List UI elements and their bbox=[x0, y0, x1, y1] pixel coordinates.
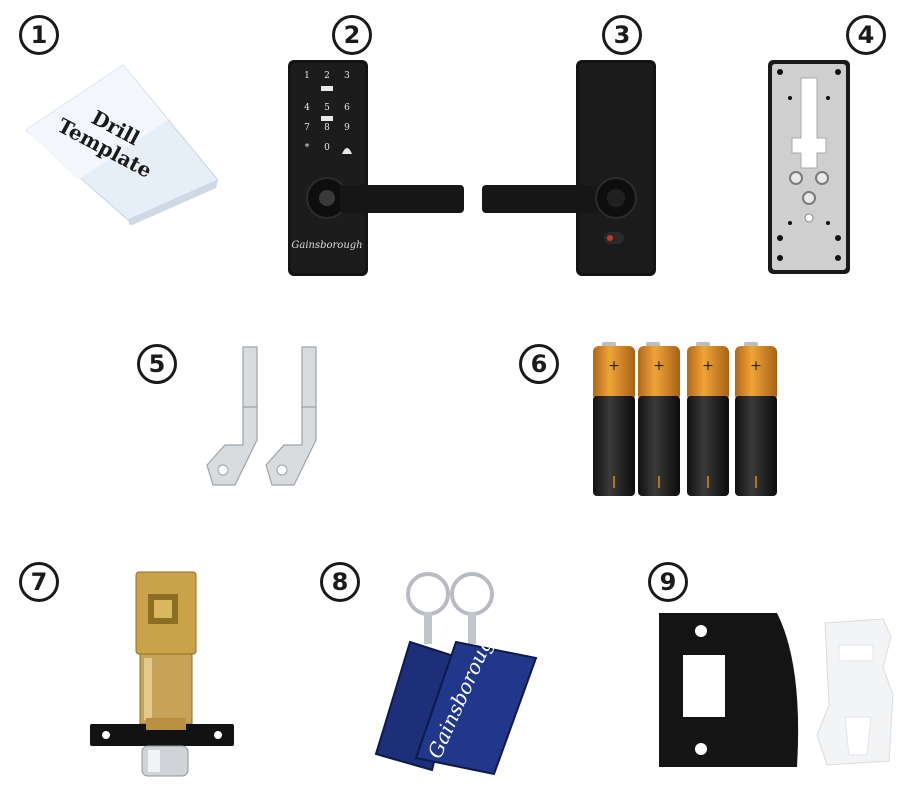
item-number-5: 5 bbox=[137, 344, 177, 384]
key-fobs-image: Gainsborough bbox=[374, 572, 538, 776]
batteries-image: + + + + bbox=[593, 342, 777, 496]
keypad-display-icon-2 bbox=[321, 116, 333, 121]
battery-plus-1: + bbox=[608, 358, 620, 374]
keypad-key-star[interactable]: * bbox=[305, 143, 310, 153]
exterior-lock-image: 1 2 3 4 5 6 7 8 9 * 0 Gainsborough bbox=[288, 60, 464, 276]
strike-plate-image bbox=[659, 613, 894, 767]
battery-plus-4: + bbox=[750, 358, 762, 374]
keypad-display-icon bbox=[321, 86, 333, 91]
keypad-key-5[interactable]: 5 bbox=[324, 103, 330, 113]
keypad-key-3[interactable]: 3 bbox=[344, 71, 350, 81]
keypad-key-6[interactable]: 6 bbox=[344, 103, 350, 113]
item-number-3: 3 bbox=[602, 15, 642, 55]
interior-switch-icon bbox=[607, 235, 613, 241]
item-number-4: 4 bbox=[846, 15, 886, 55]
drill-template-image: Drill Template bbox=[25, 64, 219, 225]
item-number-7: 7 bbox=[19, 562, 59, 602]
item-number-2: 2 bbox=[332, 15, 372, 55]
interior-handle bbox=[482, 185, 606, 213]
interior-lock-image bbox=[482, 60, 656, 276]
exterior-handle bbox=[340, 185, 464, 213]
keypad-key-7[interactable]: 7 bbox=[304, 123, 310, 133]
item-number-8: 8 bbox=[320, 562, 360, 602]
battery-plus-2: + bbox=[653, 358, 665, 374]
item-number-6: 6 bbox=[519, 344, 559, 384]
battery-plus-3: + bbox=[702, 358, 714, 374]
keypad-key-9[interactable]: 9 bbox=[344, 123, 350, 133]
doorbell-icon bbox=[342, 148, 352, 154]
mounting-plate-image bbox=[768, 60, 850, 274]
item-number-1: 1 bbox=[19, 15, 59, 55]
exterior-brand-logo: Gainsborough bbox=[291, 240, 362, 251]
fingerprint-sensor-icon bbox=[319, 190, 335, 206]
keypad-key-1[interactable]: 1 bbox=[304, 71, 310, 81]
keypad-key-4[interactable]: 4 bbox=[304, 103, 310, 113]
keypad-key-8[interactable]: 8 bbox=[324, 123, 330, 133]
item-number-9: 9 bbox=[648, 562, 688, 602]
latch-image bbox=[90, 571, 234, 777]
keys-image bbox=[206, 346, 317, 486]
keypad-key-2[interactable]: 2 bbox=[324, 71, 330, 81]
keypad-key-0[interactable]: 0 bbox=[324, 143, 330, 153]
